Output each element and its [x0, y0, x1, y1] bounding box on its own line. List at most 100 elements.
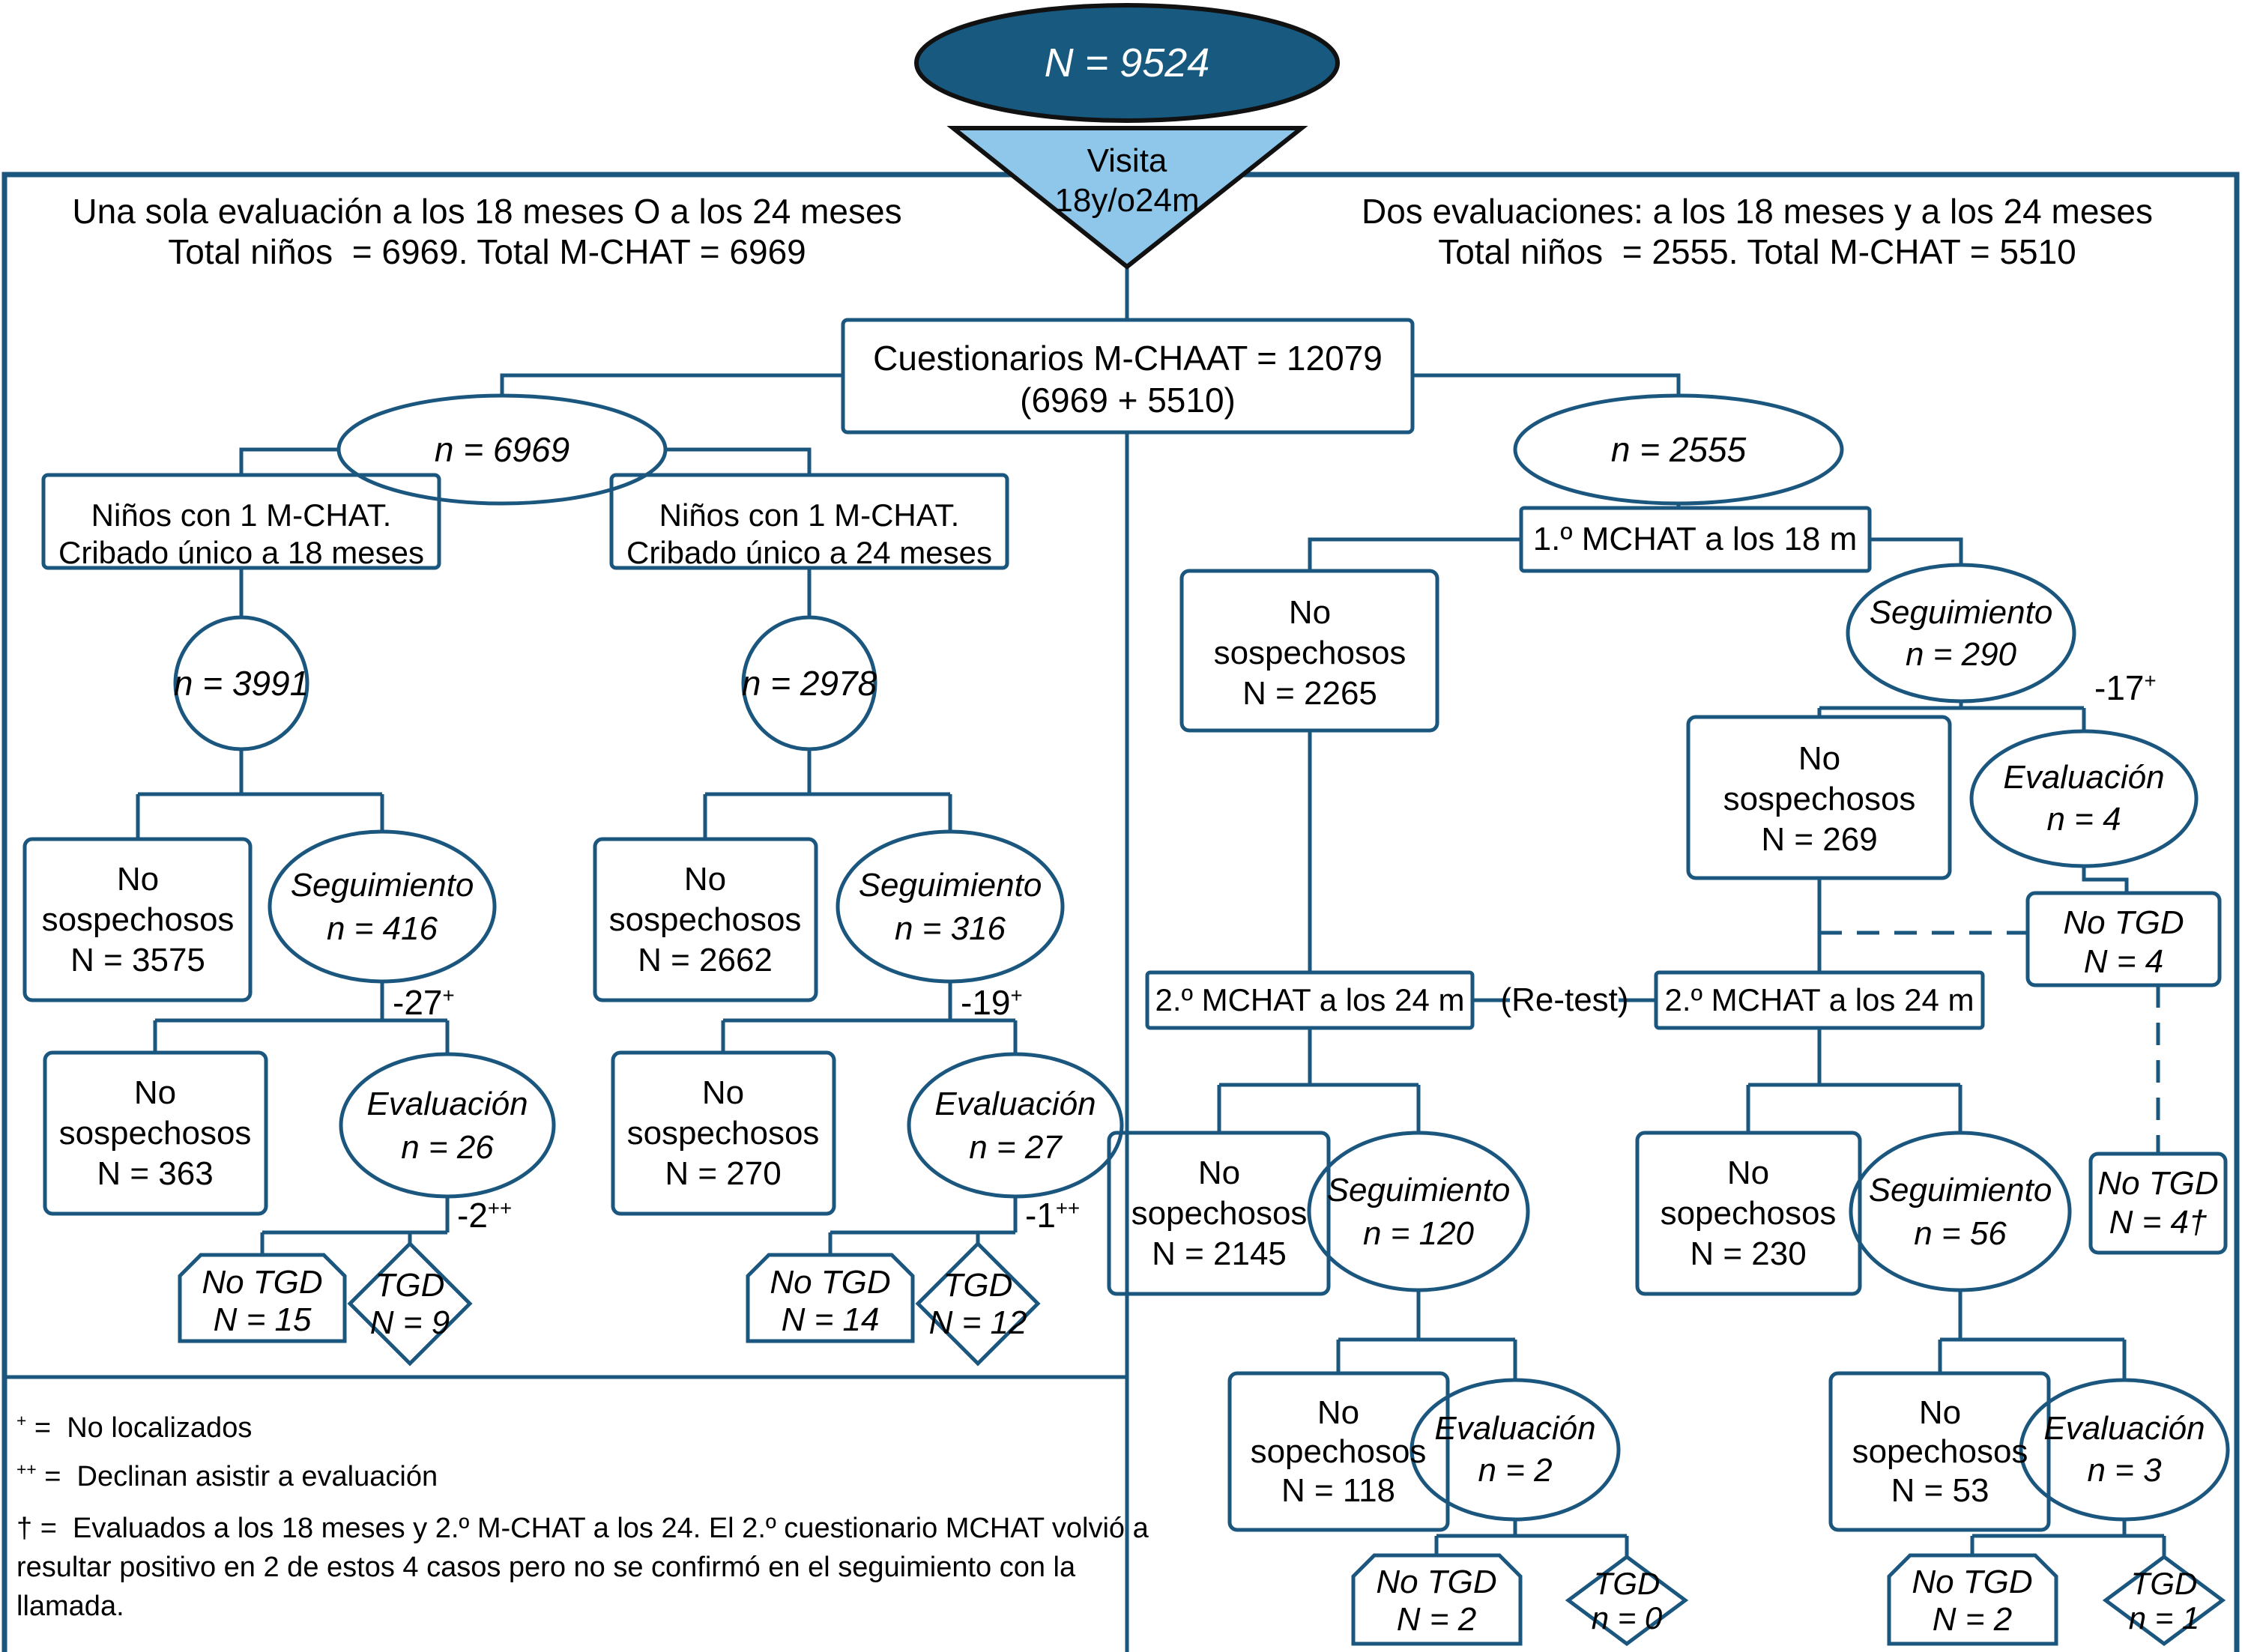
header-left-line1: Una sola evaluación a los 18 meses O a l…: [72, 192, 902, 231]
nos2662-line3: N = 2662: [638, 942, 773, 978]
tgd12-line1: TGD: [943, 1267, 1013, 1304]
minus2-label: -2++: [457, 1196, 513, 1233]
minus27-base: -27: [393, 983, 443, 1023]
eval26-ellipse: [339, 1052, 556, 1199]
tgd12-diamond: [915, 1241, 1041, 1367]
header-right-line1: Dos evaluaciones: a los 18 meses y a los…: [1362, 192, 2153, 231]
nos2265-line1: No: [1288, 594, 1332, 631]
n3991-label: n = 3991: [173, 664, 309, 703]
visita-triangle: [946, 126, 1308, 270]
nos53-line1: No: [1918, 1394, 1962, 1431]
mchat24R-label: 2.º MCHAT a los 24 m: [1664, 982, 1974, 1017]
retest-label: (Re-test): [1500, 981, 1629, 1018]
nos3575-line1: No: [116, 861, 160, 898]
seg290-line1: Seguimiento: [1869, 594, 2053, 631]
split-seg416: [153, 981, 450, 1054]
notgd4-line2: N = 4: [2083, 943, 2164, 980]
nos118-line3: N = 118: [1281, 1472, 1396, 1509]
minus27-label: -27+: [393, 985, 455, 1020]
header-right-line2: Total niños = 2555. Total M-CHAT = 5510: [1438, 232, 2076, 271]
notgd4-box: [2025, 891, 2222, 987]
seg120-line2: n = 120: [1362, 1215, 1475, 1252]
split-seg316: [721, 981, 1018, 1054]
notgd2b-shape: [1887, 1553, 2058, 1646]
nos2145-line3: N = 2145: [1152, 1235, 1287, 1272]
root-to-n2555-connector: [1412, 373, 1681, 397]
visita-line2: 18y/o24m: [1054, 182, 1200, 219]
nos363-line3: N = 363: [97, 1155, 214, 1192]
minus17-label: -17+: [2094, 671, 2157, 706]
nos118-box: [1227, 1371, 1450, 1532]
nos269-line3: N = 269: [1761, 821, 1878, 858]
nos363-box: [43, 1050, 268, 1216]
root-box: [841, 318, 1415, 435]
n2555-label: n = 2555: [1610, 430, 1747, 469]
eval27-line1: Evaluación: [934, 1086, 1096, 1122]
tgd9-diamond: [347, 1241, 473, 1367]
eval2-line2: n = 2: [1478, 1452, 1553, 1489]
ninos24-line1: Niños con 1 M-CHAT.: [659, 497, 960, 533]
notgd15-line1: No TGD: [202, 1264, 323, 1301]
nos363-line2: sospechosos: [58, 1115, 252, 1152]
notgd4-line1: No TGD: [2063, 904, 2184, 941]
n6969-right-stub: [665, 447, 812, 475]
minus2-sup: ++: [487, 1196, 513, 1220]
nos230-line2: sopechosos: [1660, 1195, 1837, 1232]
nos2145-line1: No: [1197, 1155, 1241, 1191]
seg56-line1: Seguimiento: [1868, 1172, 2052, 1208]
minus27-sup: +: [442, 983, 455, 1007]
nos230-line3: N = 230: [1690, 1235, 1807, 1272]
seg290-ellipse: [1846, 563, 2076, 704]
split-mchat24R: [1746, 1028, 1963, 1133]
ninos18-line1: Niños con 1 M-CHAT.: [91, 497, 392, 533]
start-ellipse: [914, 3, 1340, 123]
seg56-line2: n = 56: [1914, 1215, 2007, 1252]
nos230-box: [1635, 1131, 1862, 1296]
tgd12-line2: N = 12: [928, 1304, 1027, 1341]
nos269-line1: No: [1798, 740, 1841, 777]
split-eval26: [260, 1196, 450, 1255]
nos270-box: [611, 1050, 836, 1216]
eval3-ellipse: [2019, 1378, 2230, 1522]
eval27-ellipse: [907, 1052, 1124, 1199]
footnote-plusplus-text: = Declinan asistir a evaluación: [36, 1460, 438, 1492]
split-seg290: [1817, 701, 2086, 731]
nos363-line1: No: [133, 1074, 177, 1111]
seg56-ellipse: [1849, 1131, 2072, 1292]
footnote-dagger-line3: llamada.: [16, 1591, 124, 1622]
n2555-ellipse: [1513, 393, 1844, 506]
split-mchat24L: [1217, 1028, 1421, 1133]
nos2662-line1: No: [683, 861, 727, 898]
nos2145-line2: sopechosos: [1131, 1195, 1308, 1232]
notgd4-dagger-line2: N = 4†: [2109, 1204, 2208, 1241]
eval3-line1: Evaluación: [2043, 1410, 2205, 1447]
eval26-line2: n = 26: [401, 1129, 494, 1166]
root-line1: Cuestionarios M-CHAAT = 12079: [873, 339, 1383, 378]
tgd9-line2: N = 9: [369, 1304, 450, 1341]
start-node-label: N = 9524: [1044, 40, 1210, 85]
mchat24L-label: 2.º MCHAT a los 24 m: [1155, 982, 1465, 1017]
mchat1-right-stub: [1870, 537, 1963, 565]
notgd4-dagger-line1: No TGD: [2097, 1165, 2219, 1202]
eval4-line2: n = 4: [2046, 801, 2121, 838]
footnote-plusplus-marker: ++: [16, 1459, 37, 1480]
eval4-to-notgd4-jog: [2082, 866, 2129, 893]
n2978-circle: [741, 615, 877, 751]
nos230-line1: No: [1726, 1155, 1770, 1191]
split-eval27: [828, 1196, 1018, 1255]
notgd2b-line2: N = 2: [1932, 1601, 2013, 1638]
n6969-label: n = 6969: [434, 430, 570, 469]
notgd14-shape: [746, 1253, 915, 1343]
notgd2b-line1: No TGD: [1912, 1564, 2033, 1600]
notgd2a-line1: No TGD: [1376, 1564, 1497, 1600]
notgd14-line2: N = 14: [781, 1301, 880, 1338]
eval4-ellipse: [1969, 729, 2199, 868]
visita-line1: Visita: [1087, 142, 1167, 179]
eval2-line1: Evaluación: [1434, 1410, 1596, 1447]
nos53-line2: sopechosos: [1852, 1433, 2028, 1470]
nos3575-line2: sospechosos: [41, 901, 235, 938]
eval27-line2: n = 27: [969, 1129, 1062, 1166]
footnote-plus: + = No localizados: [16, 1412, 252, 1442]
